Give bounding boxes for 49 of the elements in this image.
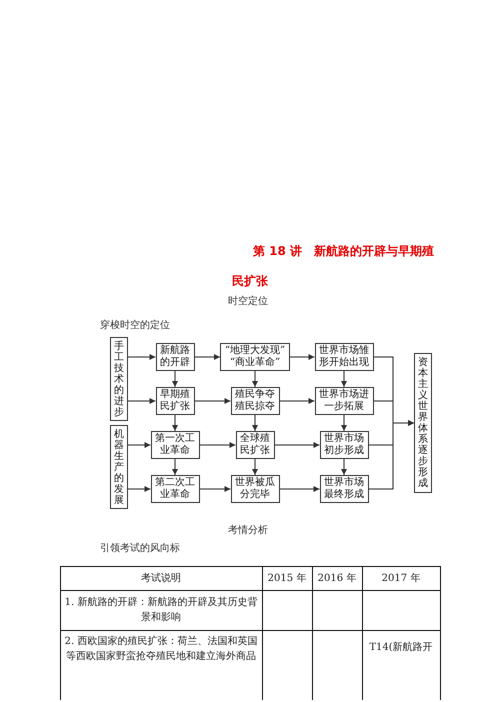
page-title: 第 18 讲 新航路的开辟与早期殖民扩张	[232, 243, 436, 290]
table-text: T14(新航路开	[369, 640, 433, 655]
column-header: 2017 年	[382, 572, 420, 586]
section-heading: 考情分析	[228, 524, 268, 538]
process-box: 世界市场雏形开始出现	[314, 343, 374, 371]
arrow	[128, 354, 156, 360]
arrow	[194, 354, 220, 360]
arrow	[290, 354, 315, 360]
process-box: 世界市场初步形成	[320, 431, 368, 459]
arrow	[172, 414, 178, 432]
subheading: 引领考试的风向标	[100, 542, 180, 556]
arrow	[199, 442, 236, 448]
arrow	[128, 398, 156, 404]
process-box: 世界市场最终形成	[320, 475, 368, 503]
arrow	[279, 398, 315, 404]
process-box: 世界市场进一步拓展	[314, 387, 374, 415]
arrow	[252, 458, 258, 476]
arrow	[252, 370, 258, 388]
arrow	[172, 458, 178, 476]
subheading: 穿梭时空的定位	[100, 318, 170, 333]
arrow	[279, 486, 320, 492]
arrow	[199, 486, 231, 492]
table-text: 1. 新航路的开辟：新航路的开辟及其历史背景和影响	[64, 596, 258, 625]
column-header: 考试说明	[141, 572, 181, 586]
process-box: 全球殖民扩张	[236, 431, 274, 459]
process-box: 早期殖民扩张	[156, 387, 194, 415]
process-box: 第一次工业革命	[150, 431, 200, 459]
result-box: 资本主义世界体系逐步形成	[414, 353, 432, 493]
process-box: 世界被瓜分完毕	[230, 475, 280, 503]
process-box: 殖民争夺殖民掠夺	[230, 387, 280, 415]
arrow	[128, 442, 151, 448]
arrow	[194, 398, 231, 404]
process-box: 第二次工业革命	[150, 475, 200, 503]
process-box: “地理大发现”“商业革命”	[220, 343, 290, 371]
arrow	[128, 486, 151, 492]
column-header: 2016 年	[318, 572, 356, 586]
arrow	[341, 370, 347, 388]
table-text: 2. 西欧国家的殖民扩张：荷兰、法国和英国等西欧国家野蛮抢夺殖民地和建立海外商品	[64, 634, 258, 664]
arrow	[341, 414, 347, 432]
arrow	[172, 370, 178, 388]
process-box: 新航路的开辟	[156, 343, 194, 371]
arrow	[368, 420, 414, 490]
category-box: 机器生产的发展	[110, 425, 128, 509]
section-heading: 时空定位	[228, 294, 268, 309]
arrow	[252, 414, 258, 432]
arrow	[274, 442, 320, 448]
arrow	[341, 458, 347, 476]
category-box: 手工技术的进步	[110, 337, 128, 421]
column-header: 2015 年	[268, 572, 306, 586]
